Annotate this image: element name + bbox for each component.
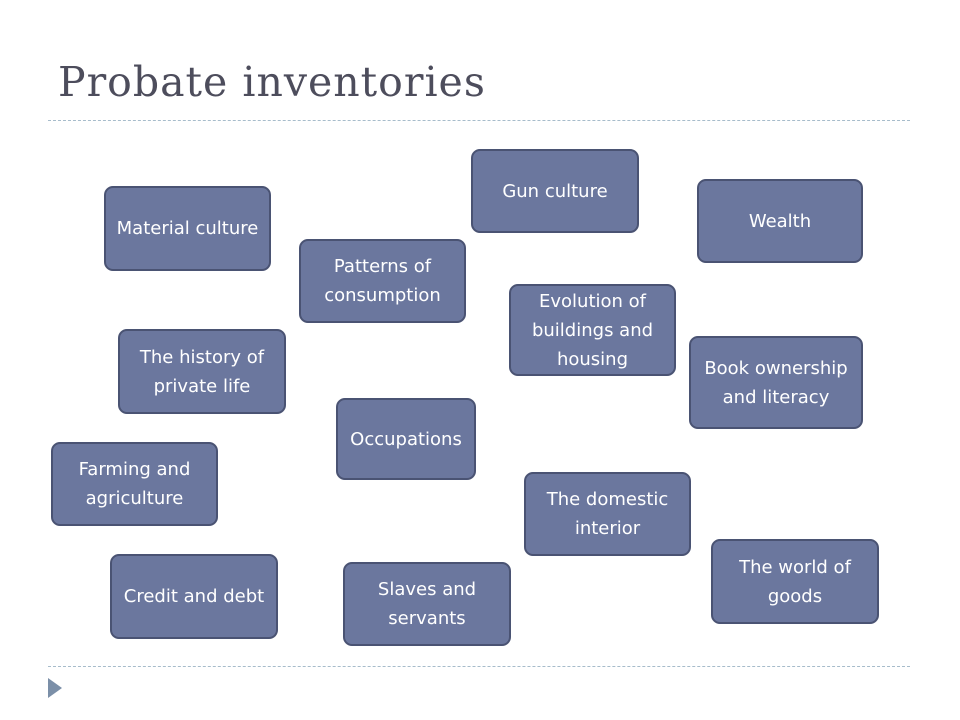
topic-world-of-goods: The world of goods [711,539,879,624]
topic-evolution-of-buildings: Evolution of buildings and housing [509,284,676,376]
topic-history-of-private-life: The history of private life [118,329,286,414]
topic-patterns-of-consumption: Patterns of consumption [299,239,466,323]
slide-title: Probate inventories [58,58,486,106]
topic-material-culture: Material culture [104,186,271,271]
topic-slaves-and-servants: Slaves and servants [343,562,511,646]
topic-label: Gun culture [502,180,608,202]
bullet-arrow-icon [48,678,62,698]
topic-label: Wealth [748,210,812,232]
topic-occupations: Occupations [336,398,476,480]
topic-label: Material culture [116,218,259,239]
topic-farming: Farming and agriculture [51,442,218,526]
topic-label: The domestic interior [546,489,669,539]
footer-divider [48,666,910,667]
topic-label: The history of private life [139,346,265,397]
topic-label: Occupations [350,428,462,450]
topic-label: Patterns of consumption [324,256,441,306]
topic-wealth: Wealth [697,179,863,263]
title-divider [48,120,910,121]
topic-label: Credit and debt [123,586,265,607]
topic-gun-culture: Gun culture [471,149,639,233]
topic-label: Book ownership and literacy [704,357,848,408]
topic-label: Evolution of buildings and housing [531,290,654,370]
topic-credit-and-debt: Credit and debt [110,554,278,639]
topic-label: Slaves and servants [377,579,477,629]
topic-label: Farming and agriculture [78,459,191,509]
topic-label: The world of goods [739,556,851,607]
topic-domestic-interior: The domestic interior [524,472,691,556]
topic-book-ownership: Book ownership and literacy [689,336,863,429]
